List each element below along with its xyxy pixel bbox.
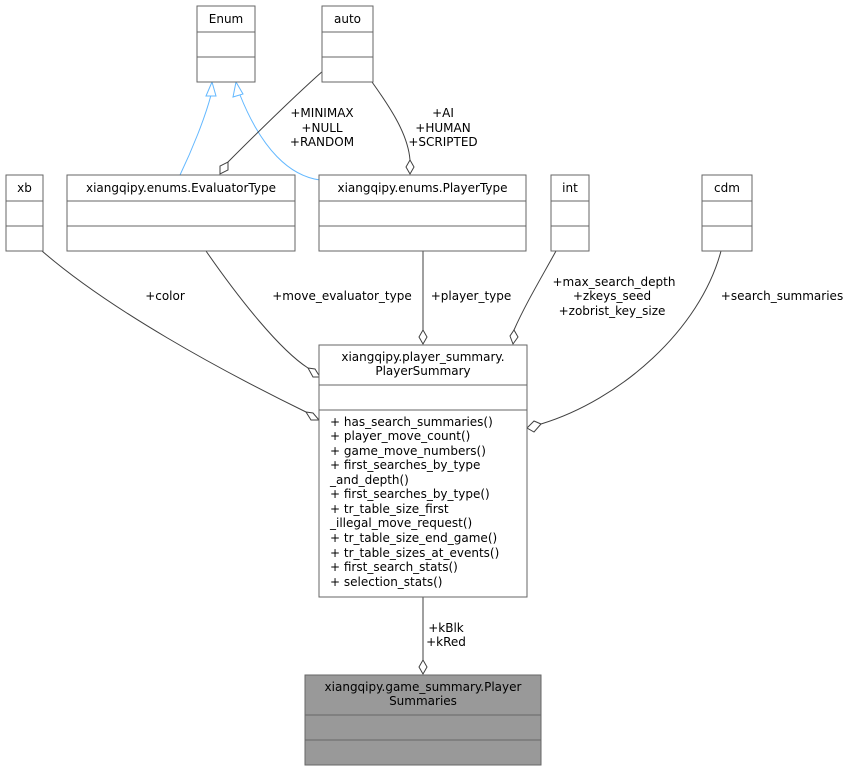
method: + first_searches_by_type() xyxy=(330,487,490,501)
edge-label: +RANDOM xyxy=(290,135,354,149)
method: + tr_table_size_first xyxy=(330,502,449,516)
edge-xb-playersummary xyxy=(41,250,307,413)
edge-label: +SCRIPTED xyxy=(408,135,477,149)
edge-label-color: +color xyxy=(145,289,185,303)
class-int: int xyxy=(550,174,590,252)
class-name: xb xyxy=(17,181,32,195)
edge-label: +MINIMAX xyxy=(290,106,353,120)
edge-label: +zkeys_seed xyxy=(573,289,651,303)
edge-label: +AI xyxy=(432,106,454,120)
class-name: Enum xyxy=(209,12,243,26)
class-evaluator-type: xiangqipy.enums.EvaluatorType xyxy=(66,174,296,252)
class-xb: xb xyxy=(5,174,44,252)
class-name: int xyxy=(562,181,578,195)
edge-auto-evaluator xyxy=(227,69,325,163)
diamond-auto-evaluator xyxy=(219,161,229,175)
edge-cdm-playersummary xyxy=(540,250,722,425)
label-auto-playertype: +AI +HUMAN +SCRIPTED xyxy=(408,106,477,149)
class-name: xiangqipy.enums.PlayerType xyxy=(337,181,507,195)
class-player-summary: xiangqipy.player_summary. PlayerSummary … xyxy=(318,344,528,598)
class-enum: Enum xyxy=(196,5,256,83)
edge-label: +kBlk xyxy=(428,621,464,635)
inherit-arrow-evaluator-enum xyxy=(205,80,217,97)
edge-label-player-type: +player_type xyxy=(431,289,512,303)
class-name-line1: xiangqipy.game_summary.Player xyxy=(325,680,522,694)
class-name-line1: xiangqipy.player_summary. xyxy=(341,350,504,364)
edge-label: +zobrist_key_size xyxy=(559,304,666,318)
method: + player_move_count() xyxy=(330,429,470,443)
diamond-playersummary-playersummaries xyxy=(418,658,428,676)
edge-label: +NULL xyxy=(301,121,343,135)
class-name: cdm xyxy=(714,181,740,195)
method: + selection_stats() xyxy=(330,575,442,589)
class-player-type: xiangqipy.enums.PlayerType xyxy=(318,174,527,252)
label-players: +kBlk +kRed xyxy=(426,621,466,649)
class-auto: auto xyxy=(321,5,374,83)
class-name-line2: PlayerSummary xyxy=(375,364,470,378)
edge-label-move-evaluator-type: +move_evaluator_type xyxy=(272,289,412,303)
edge-label: +HUMAN xyxy=(415,121,470,135)
diamond-playertype-playersummary xyxy=(418,328,428,346)
edge-label-search-summaries: +search_summaries xyxy=(721,289,843,303)
method: + first_search_stats() xyxy=(330,560,458,574)
method: + tr_table_size_end_game() xyxy=(330,531,497,545)
method: + game_move_numbers() xyxy=(330,444,486,458)
diamond-auto-playertype xyxy=(405,158,415,176)
method: + tr_table_sizes_at_events() xyxy=(330,546,499,560)
method: + has_search_summaries() xyxy=(330,415,493,429)
label-int-attrs: +max_search_depth +zkeys_seed +zobrist_k… xyxy=(553,275,676,318)
diamond-cdm-playersummary xyxy=(526,420,542,433)
class-name: auto xyxy=(334,12,361,26)
edge-auto-playertype xyxy=(371,81,411,161)
edge-label: +kRed xyxy=(426,635,466,649)
method: + first_searches_by_type xyxy=(330,458,480,472)
diamond-evaluator-playersummary xyxy=(307,367,321,378)
edge-evaluator-playersummary xyxy=(205,250,309,369)
method: _and_depth() xyxy=(329,473,409,487)
method: _illegal_move_request() xyxy=(329,516,472,530)
diamond-xb-playersummary xyxy=(305,411,321,421)
label-auto-evaluator: +MINIMAX +NULL +RANDOM xyxy=(290,106,354,149)
class-name: xiangqipy.enums.EvaluatorType xyxy=(86,181,276,195)
edge-label: +max_search_depth xyxy=(553,275,676,289)
inherit-edge-playertype-enum xyxy=(239,94,321,181)
class-player-summaries: xiangqipy.game_summary.Player Summaries xyxy=(304,674,542,766)
inherit-edge-evaluator-enum xyxy=(179,94,212,176)
inherit-arrow-playertype-enum xyxy=(232,80,244,98)
edge-int-playersummary xyxy=(513,250,557,331)
class-name-line2: Summaries xyxy=(389,694,457,708)
diamond-int-playersummary xyxy=(509,329,519,346)
class-cdm: cdm xyxy=(701,174,753,252)
